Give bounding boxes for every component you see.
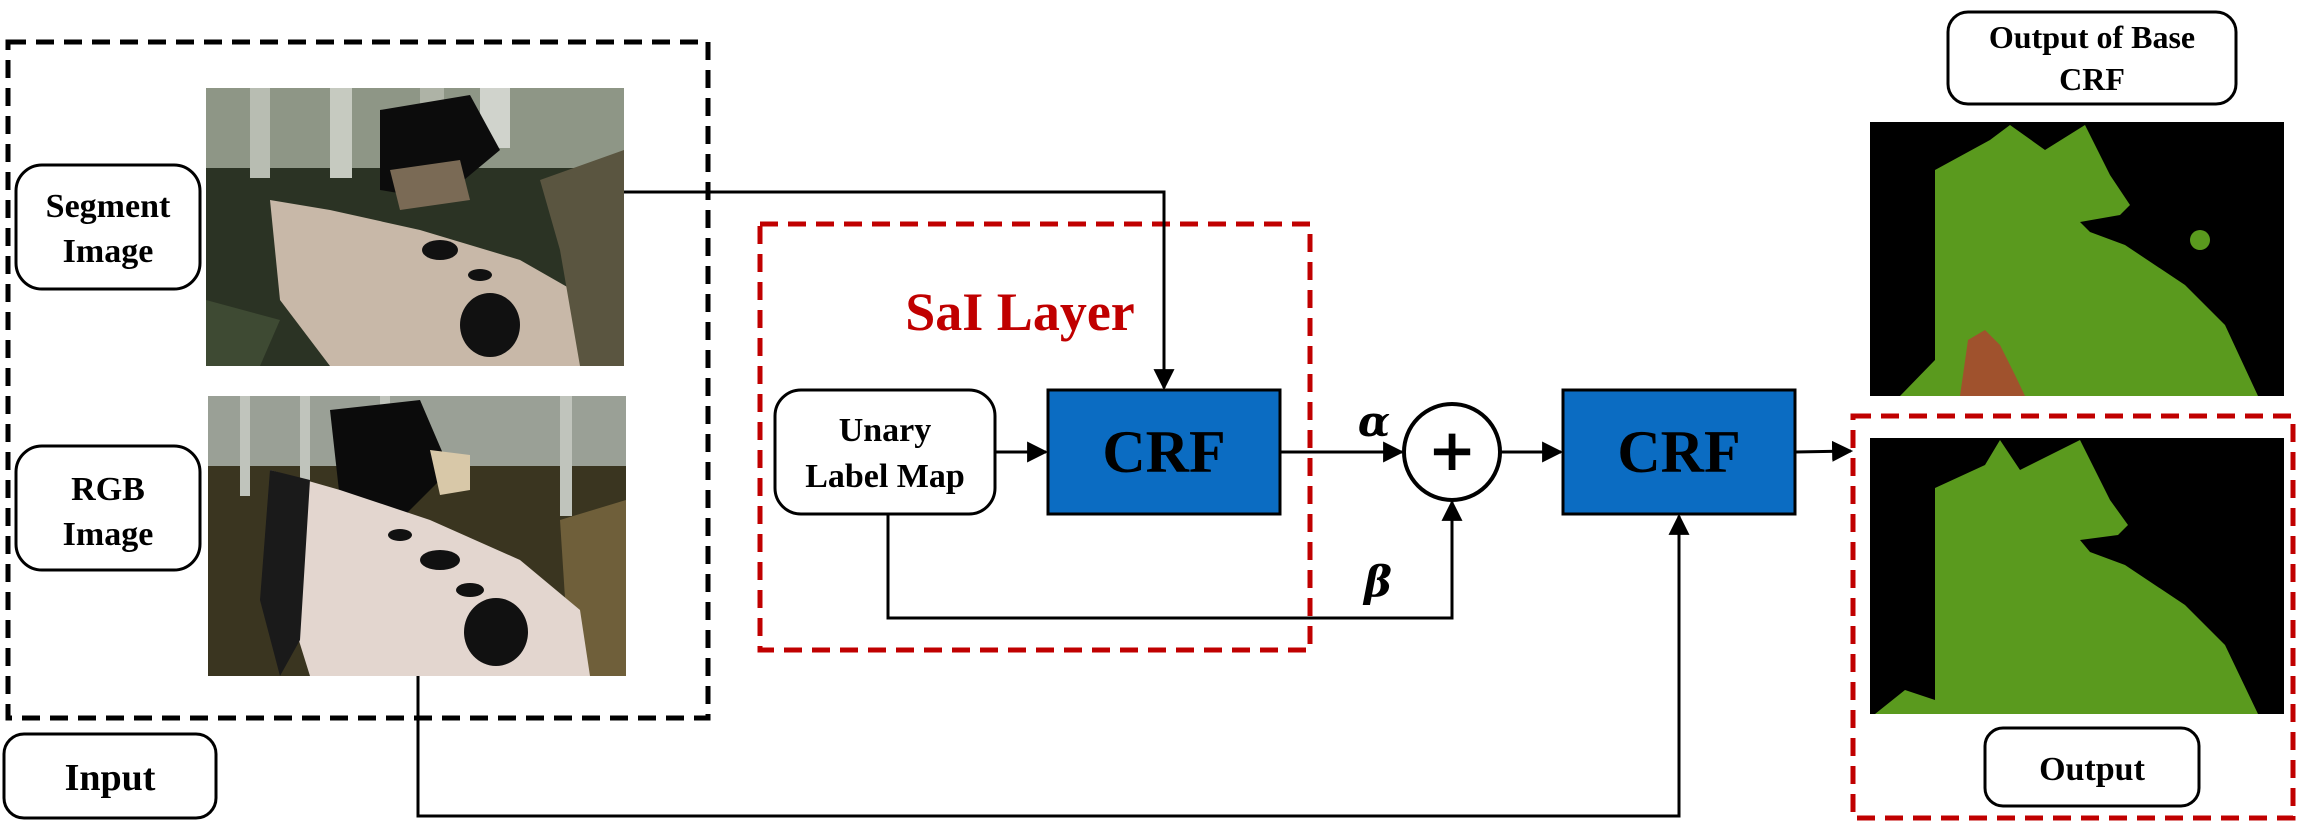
sai-layer-border <box>757 221 1313 653</box>
input-label-box <box>2 732 218 820</box>
output-label: Output <box>2039 751 2145 788</box>
segment-image <box>206 88 624 366</box>
rgb-image <box>208 396 626 676</box>
unary-label-map-line1: Unary <box>839 412 932 449</box>
plus-sign: + <box>1428 416 1477 484</box>
rgb-to-final-crf-arrow <box>416 513 1690 818</box>
rgb-image-label-line1: RGB <box>71 471 145 508</box>
segment-to-crf-arrow <box>624 190 1175 391</box>
base-crf-output-label-box <box>1946 10 2238 106</box>
rgb-image-label-line2: Image <box>63 516 154 553</box>
unary-to-sum-beta-arrow <box>886 499 1463 620</box>
sai-layer-title: SaI Layer <box>905 282 1135 342</box>
segment-image-label-line1: Segment <box>46 188 171 225</box>
final-output-mask <box>1870 438 2284 714</box>
base-crf-output-label-line2: CRF <box>2059 61 2125 97</box>
unary-label-map-line2: Label Map <box>805 458 965 495</box>
rgb-image-label-box <box>14 444 202 572</box>
segment-image-label-line2: Image <box>63 233 154 270</box>
final-crf-block <box>1561 388 1797 516</box>
input-label: Input <box>65 757 156 799</box>
input-group-border <box>5 39 711 721</box>
alpha-weight: α <box>1358 397 1390 446</box>
base-crf-output-mask <box>1870 122 2284 396</box>
unary-label-map-box <box>773 388 997 516</box>
final-crf-label: CRF <box>1617 419 1740 485</box>
segment-image-label-box <box>14 163 202 291</box>
output-label-box <box>1983 726 2201 808</box>
beta-weight: β <box>1362 557 1392 606</box>
final-crf-to-output-arrow <box>1794 440 1854 462</box>
base-crf-output-label-line1: Output of Base <box>1989 19 2195 55</box>
sai-crf-label: CRF <box>1102 419 1225 485</box>
